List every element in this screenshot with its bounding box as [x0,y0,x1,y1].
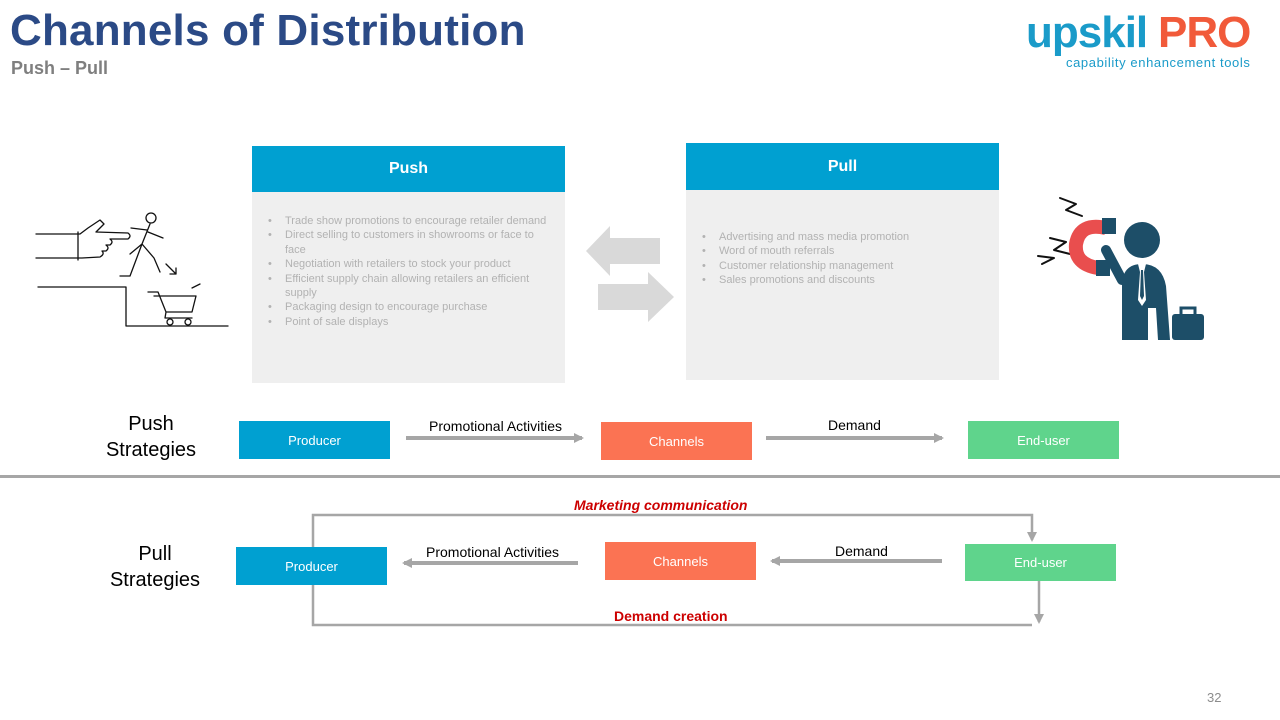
demand-creation-label: Demand creation [614,608,728,624]
section-divider [0,475,1280,478]
pull-panel-body: Advertising and mass media promotion Wor… [686,190,999,380]
push-producer-box: Producer [239,421,390,459]
pull-producer-box: Producer [236,547,387,585]
pull-point: Word of mouth referrals [702,244,989,259]
upskilpro-logo: upskil PRO capability enhancement tools [1024,8,1272,72]
push-promotional-activities-label: Promotional Activities [429,418,563,434]
pull-point: Advertising and mass media promotion [702,230,989,245]
push-demand-label: Demand [828,417,881,433]
push-point: Point of sale displays [268,315,551,330]
push-points-list: Trade show promotions to encourage retai… [252,214,551,330]
push-panel-header: Push [252,146,565,192]
pull-points-list: Advertising and mass media promotion Wor… [686,230,989,288]
exchange-arrows-icon [586,226,674,322]
page-number: 32 [1207,690,1222,705]
pull-strategies-label-line1: Pull [138,543,172,565]
push-strategies-label-line1: Push [128,413,174,435]
pull-panel-header: Pull [686,143,999,190]
logo-tagline: capability enhancement tools [1066,55,1251,70]
pull-point: Customer relationship management [702,259,989,274]
push-strategies-label-line2: Strategies [105,439,197,461]
push-point: Packaging design to encourage purchase [268,300,551,315]
pull-promotional-activities-label: Promotional Activities [426,544,560,560]
push-point: Negotiation with retailers to stock your… [268,257,551,272]
pull-strategies-label-line2: Strategies [109,569,201,591]
pull-point: Sales promotions and discounts [702,273,989,288]
magnet-businessman-icon [1037,197,1204,340]
page-title: Channels of Distribution [10,6,526,55]
push-channels-box: Channels [601,422,752,460]
page-subtitle: Push – Pull [11,58,109,78]
push-panel-body: Trade show promotions to encourage retai… [252,192,565,383]
marketing-communication-label: Marketing communication [574,497,748,513]
push-strategies-label: Push Strategies [96,411,206,463]
pull-channels-box: Channels [605,542,756,580]
push-enduser-box: End-user [968,421,1119,459]
logo-word-pro: PRO [1158,8,1251,57]
pull-enduser-box: End-user [965,544,1116,581]
push-illustration-icon [35,212,229,327]
push-point: Trade show promotions to encourage retai… [268,214,551,229]
pull-strategies-label: Pull Strategies [100,541,210,593]
push-point: Efficient supply chain allowing retailer… [268,272,551,301]
logo-word-upskil: upskil [1026,8,1148,57]
push-point: Direct selling to customers in showrooms… [268,228,551,257]
pull-demand-label: Demand [835,543,888,559]
